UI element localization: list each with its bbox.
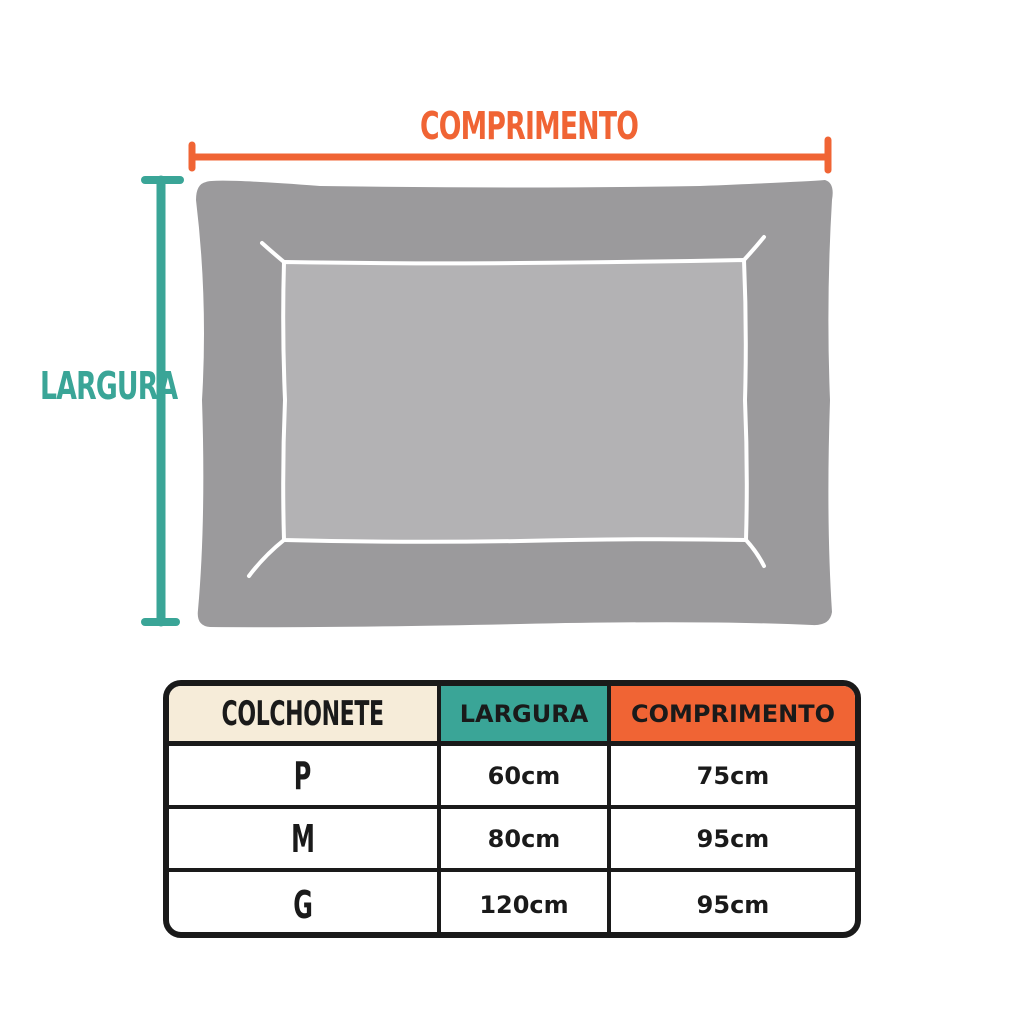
table-row: G 120cm 95cm	[169, 872, 855, 932]
mat-inner	[281, 258, 749, 544]
header-length: COMPRIMENTO	[611, 686, 855, 741]
length-label: COMPRIMENTO	[420, 104, 639, 148]
width-dimension-line	[141, 175, 184, 627]
width-cell: 60cm	[441, 746, 611, 805]
table-row: P 60cm 75cm	[169, 746, 855, 809]
mat-diagram	[141, 136, 833, 628]
size-cell: P	[169, 746, 441, 805]
corner-stitches	[247, 235, 766, 578]
header-width: LARGURA	[441, 686, 611, 741]
table-row: M 80cm 95cm	[169, 809, 855, 872]
size-cell: M	[169, 809, 441, 868]
size-cell: G	[169, 872, 441, 932]
length-dimension-line	[188, 136, 832, 174]
width-cell: 120cm	[441, 872, 611, 932]
width-label: LARGURA	[40, 364, 178, 408]
length-cell: 75cm	[696, 761, 770, 790]
table-header-row: COLCHONETE LARGURA COMPRIMENTO	[169, 686, 855, 746]
length-cell: 95cm	[696, 824, 770, 853]
header-product: COLCHONETE	[169, 686, 441, 741]
length-cell: 95cm	[696, 890, 770, 919]
size-table: COLCHONETE LARGURA COMPRIMENTO P 60cm 75…	[163, 680, 861, 938]
width-cell: 80cm	[441, 809, 611, 868]
